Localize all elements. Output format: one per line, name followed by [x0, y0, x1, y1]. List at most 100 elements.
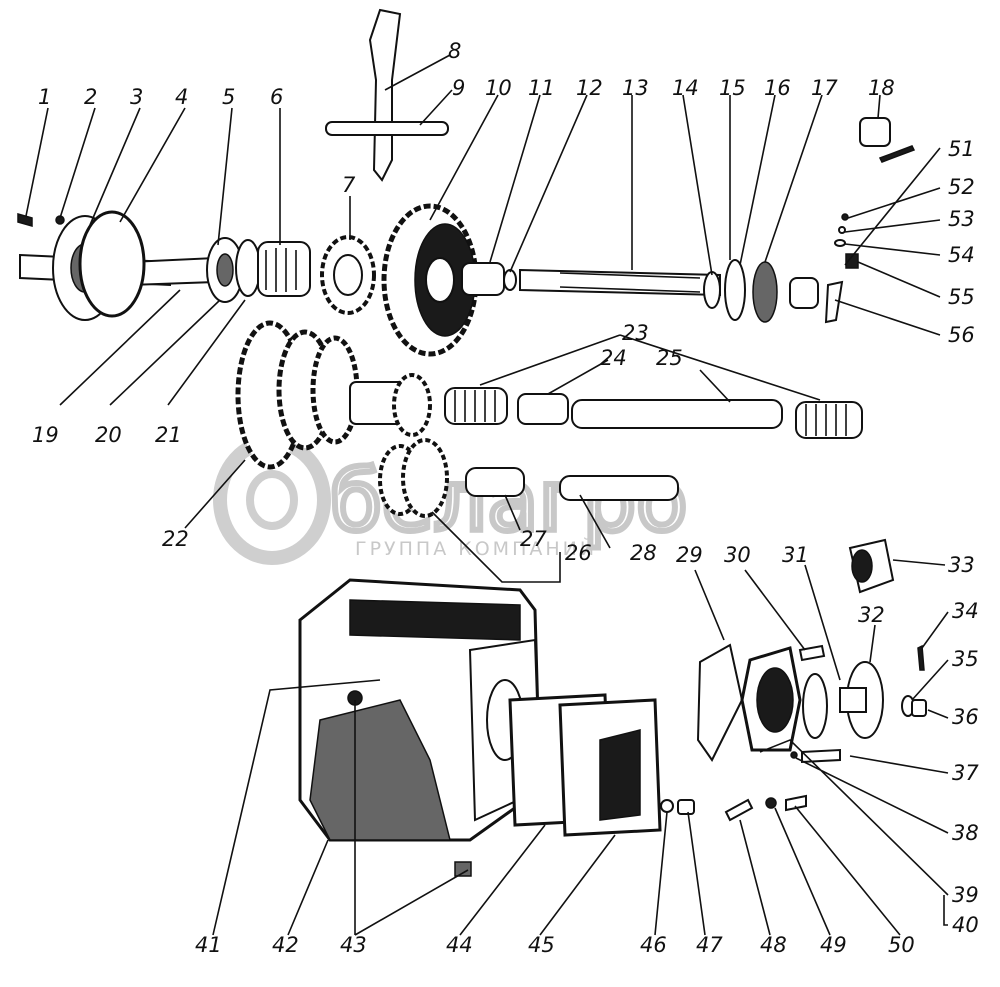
needle-bearing-23-left	[444, 387, 508, 425]
label-12: 12	[576, 76, 603, 100]
plate-48	[724, 798, 754, 822]
label-37: 37	[952, 761, 979, 785]
leader-lines	[25, 54, 949, 936]
pin-18	[878, 145, 916, 163]
part-number-labels: 1 2 3 4 5 6 7 8 9 10 11 12 13 14 15 16 1…	[32, 39, 979, 957]
label-42: 42	[272, 933, 299, 957]
washer-38	[790, 751, 798, 759]
label-9: 9	[452, 76, 465, 100]
spacer-24	[517, 393, 569, 425]
bearing-17	[752, 261, 778, 323]
fitting-55	[845, 253, 859, 269]
cover-gasket	[78, 210, 146, 318]
flange-32-neck	[839, 687, 867, 713]
label-19: 19	[32, 423, 59, 447]
label-27: 27	[520, 527, 547, 551]
label-15: 15	[719, 76, 746, 100]
label-3: 3	[130, 85, 143, 109]
fork-rod-9	[325, 121, 449, 136]
large-gear-10-hub	[425, 257, 455, 303]
gear-7-hub	[333, 254, 363, 296]
label-56: 56	[948, 323, 975, 347]
label-46: 46	[640, 933, 667, 957]
label-20: 20	[95, 423, 122, 447]
label-11: 11	[528, 76, 555, 100]
label-54: 54	[948, 243, 975, 267]
cup-51	[789, 277, 819, 309]
label-5: 5	[222, 85, 235, 109]
label-53: 53	[948, 207, 975, 231]
bolt-50	[785, 794, 807, 812]
label-26: 26	[565, 541, 592, 565]
label-45: 45	[528, 933, 555, 957]
label-22: 22	[162, 527, 189, 551]
bolt-1	[17, 213, 33, 227]
upper-shaft-assembly	[17, 8, 916, 357]
label-21: 21	[155, 423, 182, 447]
label-4: 4	[175, 85, 188, 109]
label-31: 31	[782, 543, 809, 567]
washer-14	[703, 271, 721, 309]
watermark-subtitle: ГРУППА КОМПАНИЙ	[355, 537, 597, 560]
label-50: 50	[888, 933, 915, 957]
label-23: 23	[622, 321, 649, 345]
label-55: 55	[948, 285, 975, 309]
cotter-pin-34	[917, 644, 925, 671]
label-18: 18	[868, 76, 895, 100]
part-54	[834, 239, 846, 247]
intermediate-shaft-assembly	[235, 320, 863, 518]
ring-21	[235, 239, 261, 297]
sensor-56	[824, 280, 844, 324]
bolt-30	[798, 644, 826, 662]
label-25: 25	[656, 346, 683, 370]
gasket-29	[696, 643, 744, 762]
ring-15	[724, 259, 746, 321]
housing-opening	[349, 599, 521, 641]
label-2: 2	[84, 85, 97, 109]
label-38: 38	[952, 821, 979, 845]
bushing-18	[859, 117, 891, 147]
washer-46	[660, 799, 674, 813]
label-30: 30	[724, 543, 751, 567]
seal-31	[802, 673, 828, 739]
washer-49	[765, 797, 777, 809]
rear-output-assembly	[696, 538, 927, 764]
housing-39-40-bore	[756, 667, 794, 733]
label-35: 35	[952, 647, 979, 671]
ring-12	[503, 269, 517, 291]
label-36: 36	[952, 705, 979, 729]
axle-28	[559, 475, 679, 501]
label-47: 47	[696, 933, 723, 957]
label-7: 7	[342, 173, 356, 197]
label-44: 44	[446, 933, 473, 957]
label-29: 29	[676, 543, 703, 567]
label-43: 43	[340, 933, 367, 957]
label-14: 14	[672, 76, 699, 100]
nut-36	[911, 699, 927, 717]
label-48: 48	[760, 933, 787, 957]
label-40: 40	[952, 913, 979, 937]
gear-block-22-small	[392, 373, 432, 437]
label-41: 41	[195, 933, 222, 957]
label-32: 32	[858, 603, 885, 627]
coupling-6	[257, 241, 311, 297]
label-51: 51	[948, 137, 975, 161]
label-49: 49	[820, 933, 847, 957]
bolt-47	[677, 799, 695, 815]
shaft-13-splines	[559, 272, 701, 293]
bolt-37	[801, 748, 841, 764]
coupling-6-splines	[265, 248, 297, 292]
part-53	[838, 226, 846, 234]
label-33: 33	[948, 553, 975, 577]
label-16: 16	[764, 76, 791, 100]
label-8: 8	[448, 39, 461, 63]
cover-33-hub	[851, 549, 873, 583]
label-52: 52	[948, 175, 975, 199]
label-24: 24	[600, 346, 627, 370]
label-10: 10	[485, 76, 512, 100]
label-17: 17	[811, 76, 838, 100]
part-52	[841, 213, 849, 221]
reverse-gear-26-b	[401, 438, 449, 518]
